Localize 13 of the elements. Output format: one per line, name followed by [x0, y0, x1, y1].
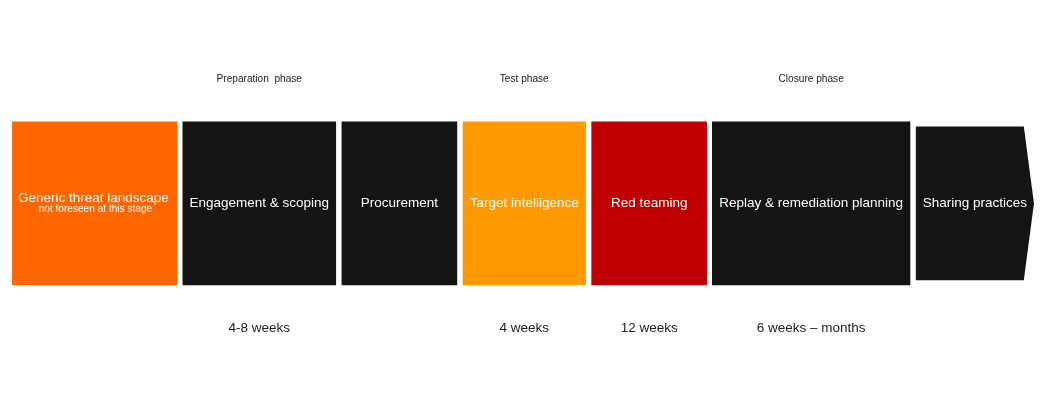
node-box: Engagement & scoping [182, 121, 337, 286]
node-box: Replay & remediation planning [712, 121, 911, 286]
node-box: Generic threat landscape not foreseen at this stage [12, 121, 178, 286]
label: Preparation phase [216, 73, 303, 85]
label: Closure phase [778, 73, 844, 85]
node-box: Target intelligence [462, 121, 586, 286]
label: 12 weeks [620, 320, 678, 336]
label: 4 weeks [499, 320, 550, 336]
node-box: Red teaming [591, 121, 707, 286]
label: 6 weeks – months [756, 320, 866, 336]
node-box: Procurement [341, 121, 458, 286]
label: Test phase [499, 73, 549, 85]
label: 4-8 weeks [228, 320, 291, 336]
